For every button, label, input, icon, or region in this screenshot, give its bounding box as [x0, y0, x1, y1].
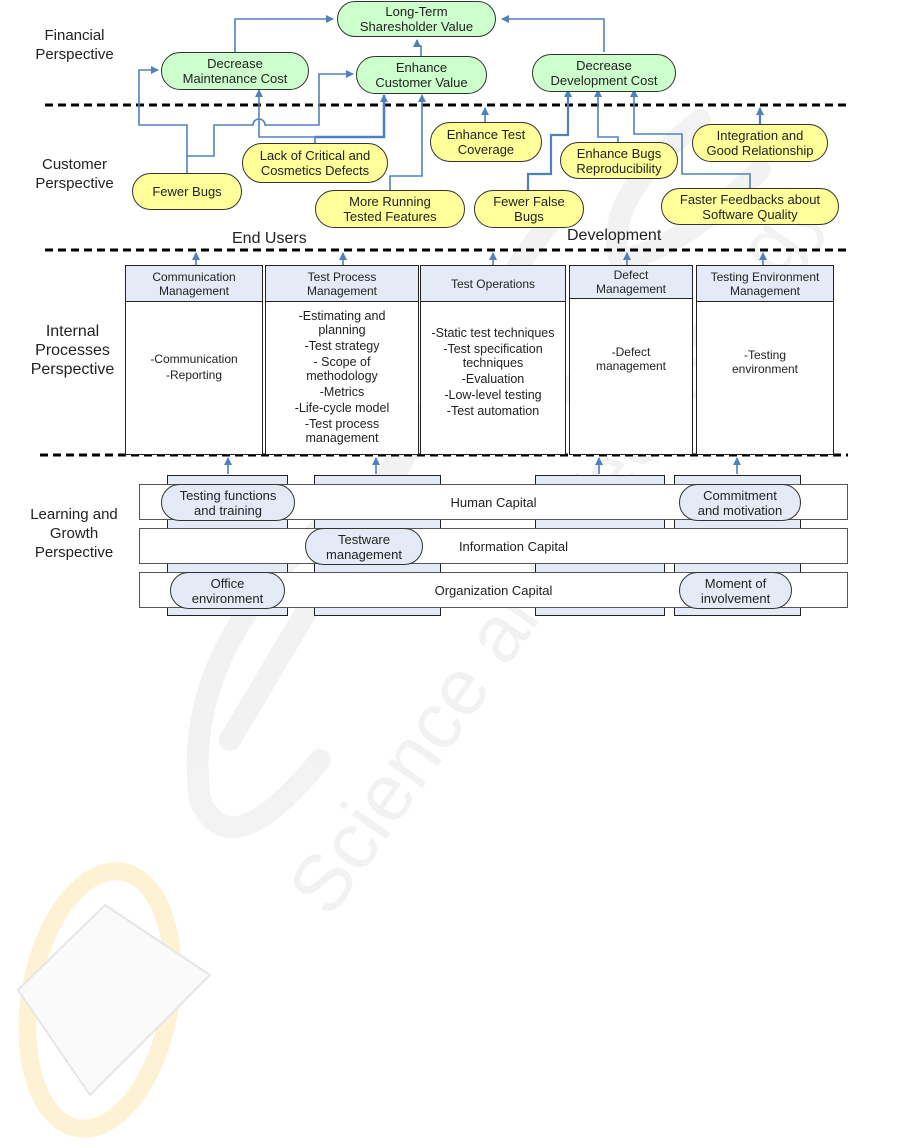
process-header: Test Operations	[421, 266, 565, 302]
process-header: Communication Management	[126, 266, 262, 302]
connector-maintenance-to-shareholder	[234, 15, 334, 52]
connector-feedbacks-to-development	[630, 89, 751, 188]
goal-more-running-tested-features[interactable]: More Running Tested Features	[315, 190, 465, 228]
goal-integration-relationship[interactable]: Integration and Good Relationship	[692, 124, 828, 162]
process-item: -Estimating and planning	[298, 309, 386, 337]
process-defect-management[interactable]: Defect Management -Defect management	[569, 265, 693, 455]
watermark-logo-square	[16, 903, 212, 1097]
goal-faster-feedbacks[interactable]: Faster Feedbacks about Software Quality	[661, 188, 839, 225]
perspective-customer-label: Customer Perspective	[35, 156, 114, 192]
perspective-learning-label: Learning and Growth Perspective	[30, 506, 118, 561]
goal-enhance-customer-value[interactable]: Enhance Customer Value	[356, 56, 487, 94]
process-item: -Low-level testing	[444, 388, 542, 402]
learning-office-environment[interactable]: Office environment	[170, 572, 285, 609]
process-item: -Evaluation	[461, 372, 525, 386]
process-item: -Test specification techniques	[443, 342, 543, 370]
learning-moment-of-involvement[interactable]: Moment of involvement	[679, 572, 792, 609]
connector-defects-to-maintenance	[255, 89, 316, 143]
connector-layer	[40, 15, 848, 474]
goal-lack-of-defects[interactable]: Lack of Critical and Cosmetics Defects	[242, 143, 388, 183]
perspective-financial-label: Financial Perspective	[35, 27, 114, 63]
goal-enhance-bugs-reproducibility[interactable]: Enhance Bugs Reproducibility	[560, 142, 678, 179]
goal-long-term-shareholder-value[interactable]: Long-Term Sharesholder Value	[337, 1, 496, 37]
connector-defects-to-customervalue	[315, 94, 388, 139]
watermark-logo-ring	[18, 862, 182, 1138]
process-test-process-management[interactable]: Test Process Management -Estimating and …	[265, 265, 419, 455]
process-item: -Defect management	[595, 345, 667, 373]
learning-testware-management[interactable]: Testware management	[305, 528, 423, 565]
connector-reproducibility-to-development	[594, 89, 619, 142]
goal-fewer-bugs[interactable]: Fewer Bugs	[132, 173, 242, 210]
process-item: -Testing environment	[731, 348, 799, 376]
process-item: -Test process management	[304, 417, 380, 445]
capital-human-label: Human Capital	[450, 494, 537, 510]
goal-enhance-test-coverage[interactable]: Enhance Test Coverage	[430, 122, 542, 162]
process-item: -Life-cycle model	[294, 401, 390, 415]
process-header: Defect Management	[570, 266, 692, 299]
process-item: -Metrics	[319, 385, 365, 399]
goal-decrease-maintenance-cost[interactable]: Decrease Maintenance Cost	[161, 52, 309, 90]
learning-testing-functions-training[interactable]: Testing functions and training	[161, 484, 295, 521]
capital-information[interactable]: Information Capital	[139, 528, 848, 564]
capital-organization-label: Organization Capital	[434, 582, 553, 598]
process-item: -Static test techniques	[431, 326, 555, 340]
perspective-internal-label: Internal Processes Perspective	[30, 323, 115, 378]
connector-features-to-customervalue	[389, 94, 426, 190]
learning-commitment-motivation[interactable]: Commitment and motivation	[679, 484, 801, 521]
process-header: Testing Environment Management	[697, 266, 833, 302]
goal-fewer-false-bugs[interactable]: Fewer False Bugs	[474, 190, 584, 228]
process-test-operations[interactable]: Test Operations -Static test techniques …	[420, 265, 566, 455]
goal-decrease-development-cost[interactable]: Decrease Development Cost	[532, 54, 676, 92]
connector-fewerbugs-to-maintenance	[138, 66, 188, 173]
process-item: -Test strategy	[304, 339, 380, 353]
balanced-scorecard-diagram: Financial Perspective Customer Perspecti…	[30, 1, 848, 616]
process-item: -Reporting	[165, 368, 223, 382]
group-label-end-users: End Users	[232, 230, 307, 247]
capital-information-label: Information Capital	[458, 538, 569, 554]
connector-falsebugs-to-development	[526, 89, 572, 190]
process-communication-management[interactable]: Communication Management -Communication …	[125, 265, 263, 455]
group-label-development: Development	[567, 227, 662, 244]
process-item: - Scope of methodology	[306, 355, 378, 383]
process-testing-environment-management[interactable]: Testing Environment Management -Testing …	[696, 265, 834, 455]
process-item: -Test automation	[446, 404, 540, 418]
process-header: Test Process Management	[266, 266, 418, 302]
process-item: -Communication	[150, 352, 238, 366]
connector-customervalue-to-shareholder	[413, 39, 422, 57]
connector-development-to-shareholder	[501, 15, 605, 52]
